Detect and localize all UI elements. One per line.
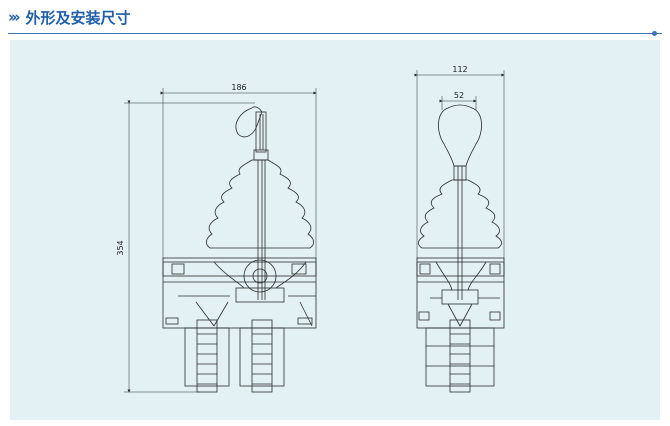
dim-label-front-width: 186 bbox=[231, 83, 246, 92]
section-title: 外形及安装尺寸 bbox=[25, 8, 131, 27]
drawing-panel bbox=[10, 40, 660, 420]
chevron-right-icon: ››› bbox=[8, 8, 20, 26]
dim-label-knob: 52 bbox=[454, 91, 464, 100]
dim-label-side-width: 112 bbox=[452, 65, 467, 74]
section-header: ››› 外形及安装尺寸 bbox=[8, 4, 131, 30]
dim-label-front-height: 354 bbox=[116, 240, 125, 255]
divider-end-dot bbox=[652, 31, 657, 36]
header-divider bbox=[8, 33, 662, 34]
front-view bbox=[124, 88, 317, 393]
side-view bbox=[414, 70, 505, 393]
